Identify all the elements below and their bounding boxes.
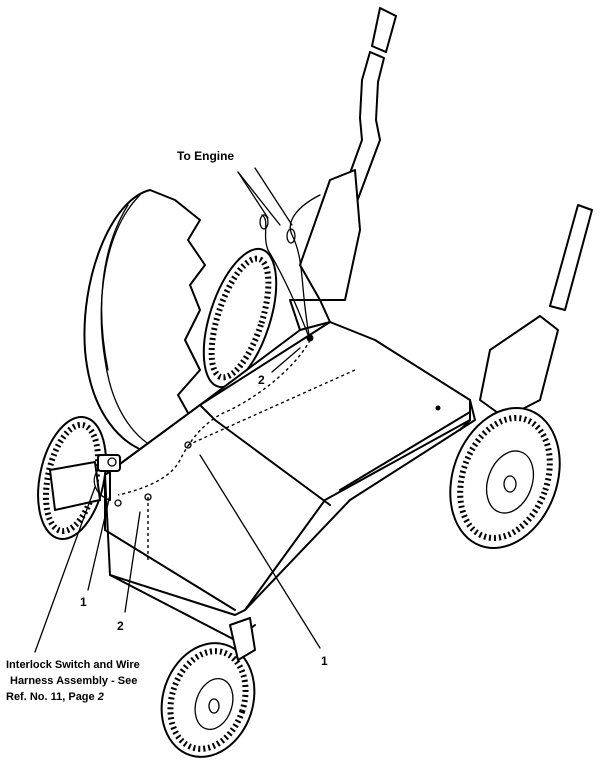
callout-1-right: 1: [321, 654, 328, 668]
note-line-3-text: Ref. No. 11, Page: [6, 691, 95, 703]
callout-1-left: 1: [80, 595, 87, 609]
note-line-1: Interlock Switch and Wire: [6, 659, 140, 671]
wire-harness: [93, 194, 356, 560]
wheel-front-right: [160, 617, 256, 758]
note-line-2: Harness Assembly - See: [10, 675, 137, 687]
note-page-number: 2: [97, 691, 104, 703]
callout-2-left: 2: [117, 619, 124, 633]
label-to-engine: To Engine: [177, 149, 234, 163]
handle-right: [479, 204, 593, 419]
wheel-rear-left: [202, 247, 278, 389]
wheel-front-left: [37, 415, 107, 541]
interlock-switch: [97, 441, 192, 507]
interlock-note: Interlock Switch and Wire Harness Assemb…: [6, 659, 140, 703]
callout-2-top: 2: [258, 373, 265, 387]
grass-catcher: [83, 189, 206, 456]
leader-lines: [34, 167, 321, 653]
handle-left: [299, 7, 397, 301]
note-line-3: Ref. No. 11, Page 2: [6, 691, 104, 703]
wheel-rear-right: [449, 407, 561, 549]
